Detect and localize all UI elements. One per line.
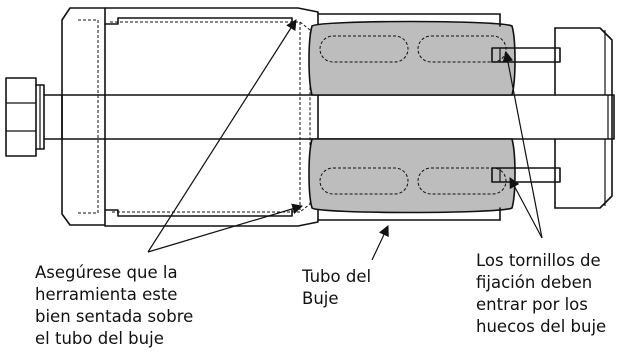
leader-arrows bbox=[147, 19, 543, 261]
bushing-body bbox=[308, 20, 516, 214]
arrow-bushing-tube bbox=[371, 225, 389, 261]
arrow-tool-top bbox=[147, 19, 297, 253]
tool-cup-body bbox=[104, 7, 319, 227]
label-tool-seated: Asegúrese que la herramienta este bien s… bbox=[35, 263, 199, 348]
arrow-screw-bottom bbox=[509, 177, 543, 239]
bushing-tube bbox=[317, 13, 501, 221]
hex-nut bbox=[5, 77, 63, 157]
label-set-screws: Los tornillos de fijación deben entrar p… bbox=[476, 251, 606, 336]
arrow-tool-bottom bbox=[147, 203, 304, 253]
arrow-screw-top bbox=[502, 50, 543, 239]
end-cap-flange bbox=[61, 7, 106, 226]
right-fixture bbox=[491, 27, 613, 209]
label-bushing-tube: Tubo del Buje bbox=[301, 267, 376, 308]
center-shaft bbox=[61, 94, 615, 140]
